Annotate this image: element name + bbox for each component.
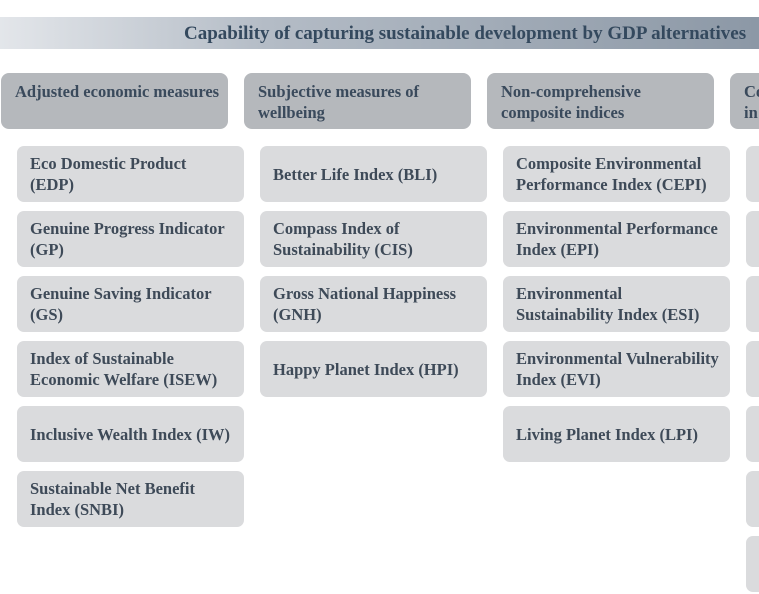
item-label: Composite Environmental Performance Inde… xyxy=(516,154,707,194)
item-box: Genuine Progress Indicator (GP) xyxy=(17,211,244,267)
column-header-fourth-line2: in xyxy=(744,103,758,122)
item-label: Index of Sustainable Economic Welfare (I… xyxy=(30,349,218,389)
item-box-truncated xyxy=(746,276,759,332)
column-header-adjusted-economic: Adjusted economic measures xyxy=(1,73,228,129)
column-header-fourth: Co in xyxy=(730,73,759,129)
item-box: Inclusive Wealth Index (IW) xyxy=(17,406,244,462)
item-box: Environmental Sustainability Index (ESI) xyxy=(503,276,730,332)
item-box: Better Life Index (BLI) xyxy=(260,146,487,202)
item-label: Compass Index of Sustainability (CIS) xyxy=(273,219,413,259)
item-box: Environmental Performance Index (EPI) xyxy=(503,211,730,267)
item-box: Compass Index of Sustainability (CIS) xyxy=(260,211,487,267)
item-box: Eco Domestic Product (EDP) xyxy=(17,146,244,202)
item-label: Genuine Progress Indicator (GP) xyxy=(30,219,225,259)
item-box: Composite Environmental Performance Inde… xyxy=(503,146,730,202)
item-box: Environmental Vulnerability Index (EVI) xyxy=(503,341,730,397)
item-label: Living Planet Index (LPI) xyxy=(516,424,698,444)
item-label: Sustainable Net Benefit Index (SNBI) xyxy=(30,479,195,519)
item-box-truncated xyxy=(746,146,759,202)
item-label: Environmental Sustainability Index (ESI) xyxy=(516,284,700,324)
item-label: Eco Domestic Product (EDP) xyxy=(30,154,187,194)
title-banner: Capability of capturing sustainable deve… xyxy=(0,17,759,49)
item-label: Environmental Vulnerability Index (EVI) xyxy=(516,349,719,389)
column-header-non-comprehensive: Non-comprehensive composite indices xyxy=(487,73,714,129)
item-box: Living Planet Index (LPI) xyxy=(503,406,730,462)
item-box: Index of Sustainable Economic Welfare (I… xyxy=(17,341,244,397)
item-label: Better Life Index (BLI) xyxy=(273,164,438,184)
item-label: Environmental Performance Index (EPI) xyxy=(516,219,718,259)
item-box: Sustainable Net Benefit Index (SNBI) xyxy=(17,471,244,527)
item-box-truncated xyxy=(746,536,759,592)
item-box: Happy Planet Index (HPI) xyxy=(260,341,487,397)
item-box: Gross National Happiness (GNH) xyxy=(260,276,487,332)
column-header-fourth-line1: Co xyxy=(744,82,759,101)
column-header-subjective-wellbeing: Subjective measures of wellbeing xyxy=(244,73,471,129)
item-label: Gross National Happiness (GNH) xyxy=(273,284,457,324)
item-label: Happy Planet Index (HPI) xyxy=(273,359,459,379)
diagram-title: Capability of capturing sustainable deve… xyxy=(184,23,747,44)
item-box-truncated xyxy=(746,406,759,462)
item-box-truncated xyxy=(746,341,759,397)
item-box: Genuine Saving Indicator (GS) xyxy=(17,276,244,332)
item-box-truncated xyxy=(746,211,759,267)
item-label: Genuine Saving Indicator (GS) xyxy=(30,284,212,324)
item-box-truncated xyxy=(746,471,759,527)
item-label: Inclusive Wealth Index (IW) xyxy=(30,424,231,444)
